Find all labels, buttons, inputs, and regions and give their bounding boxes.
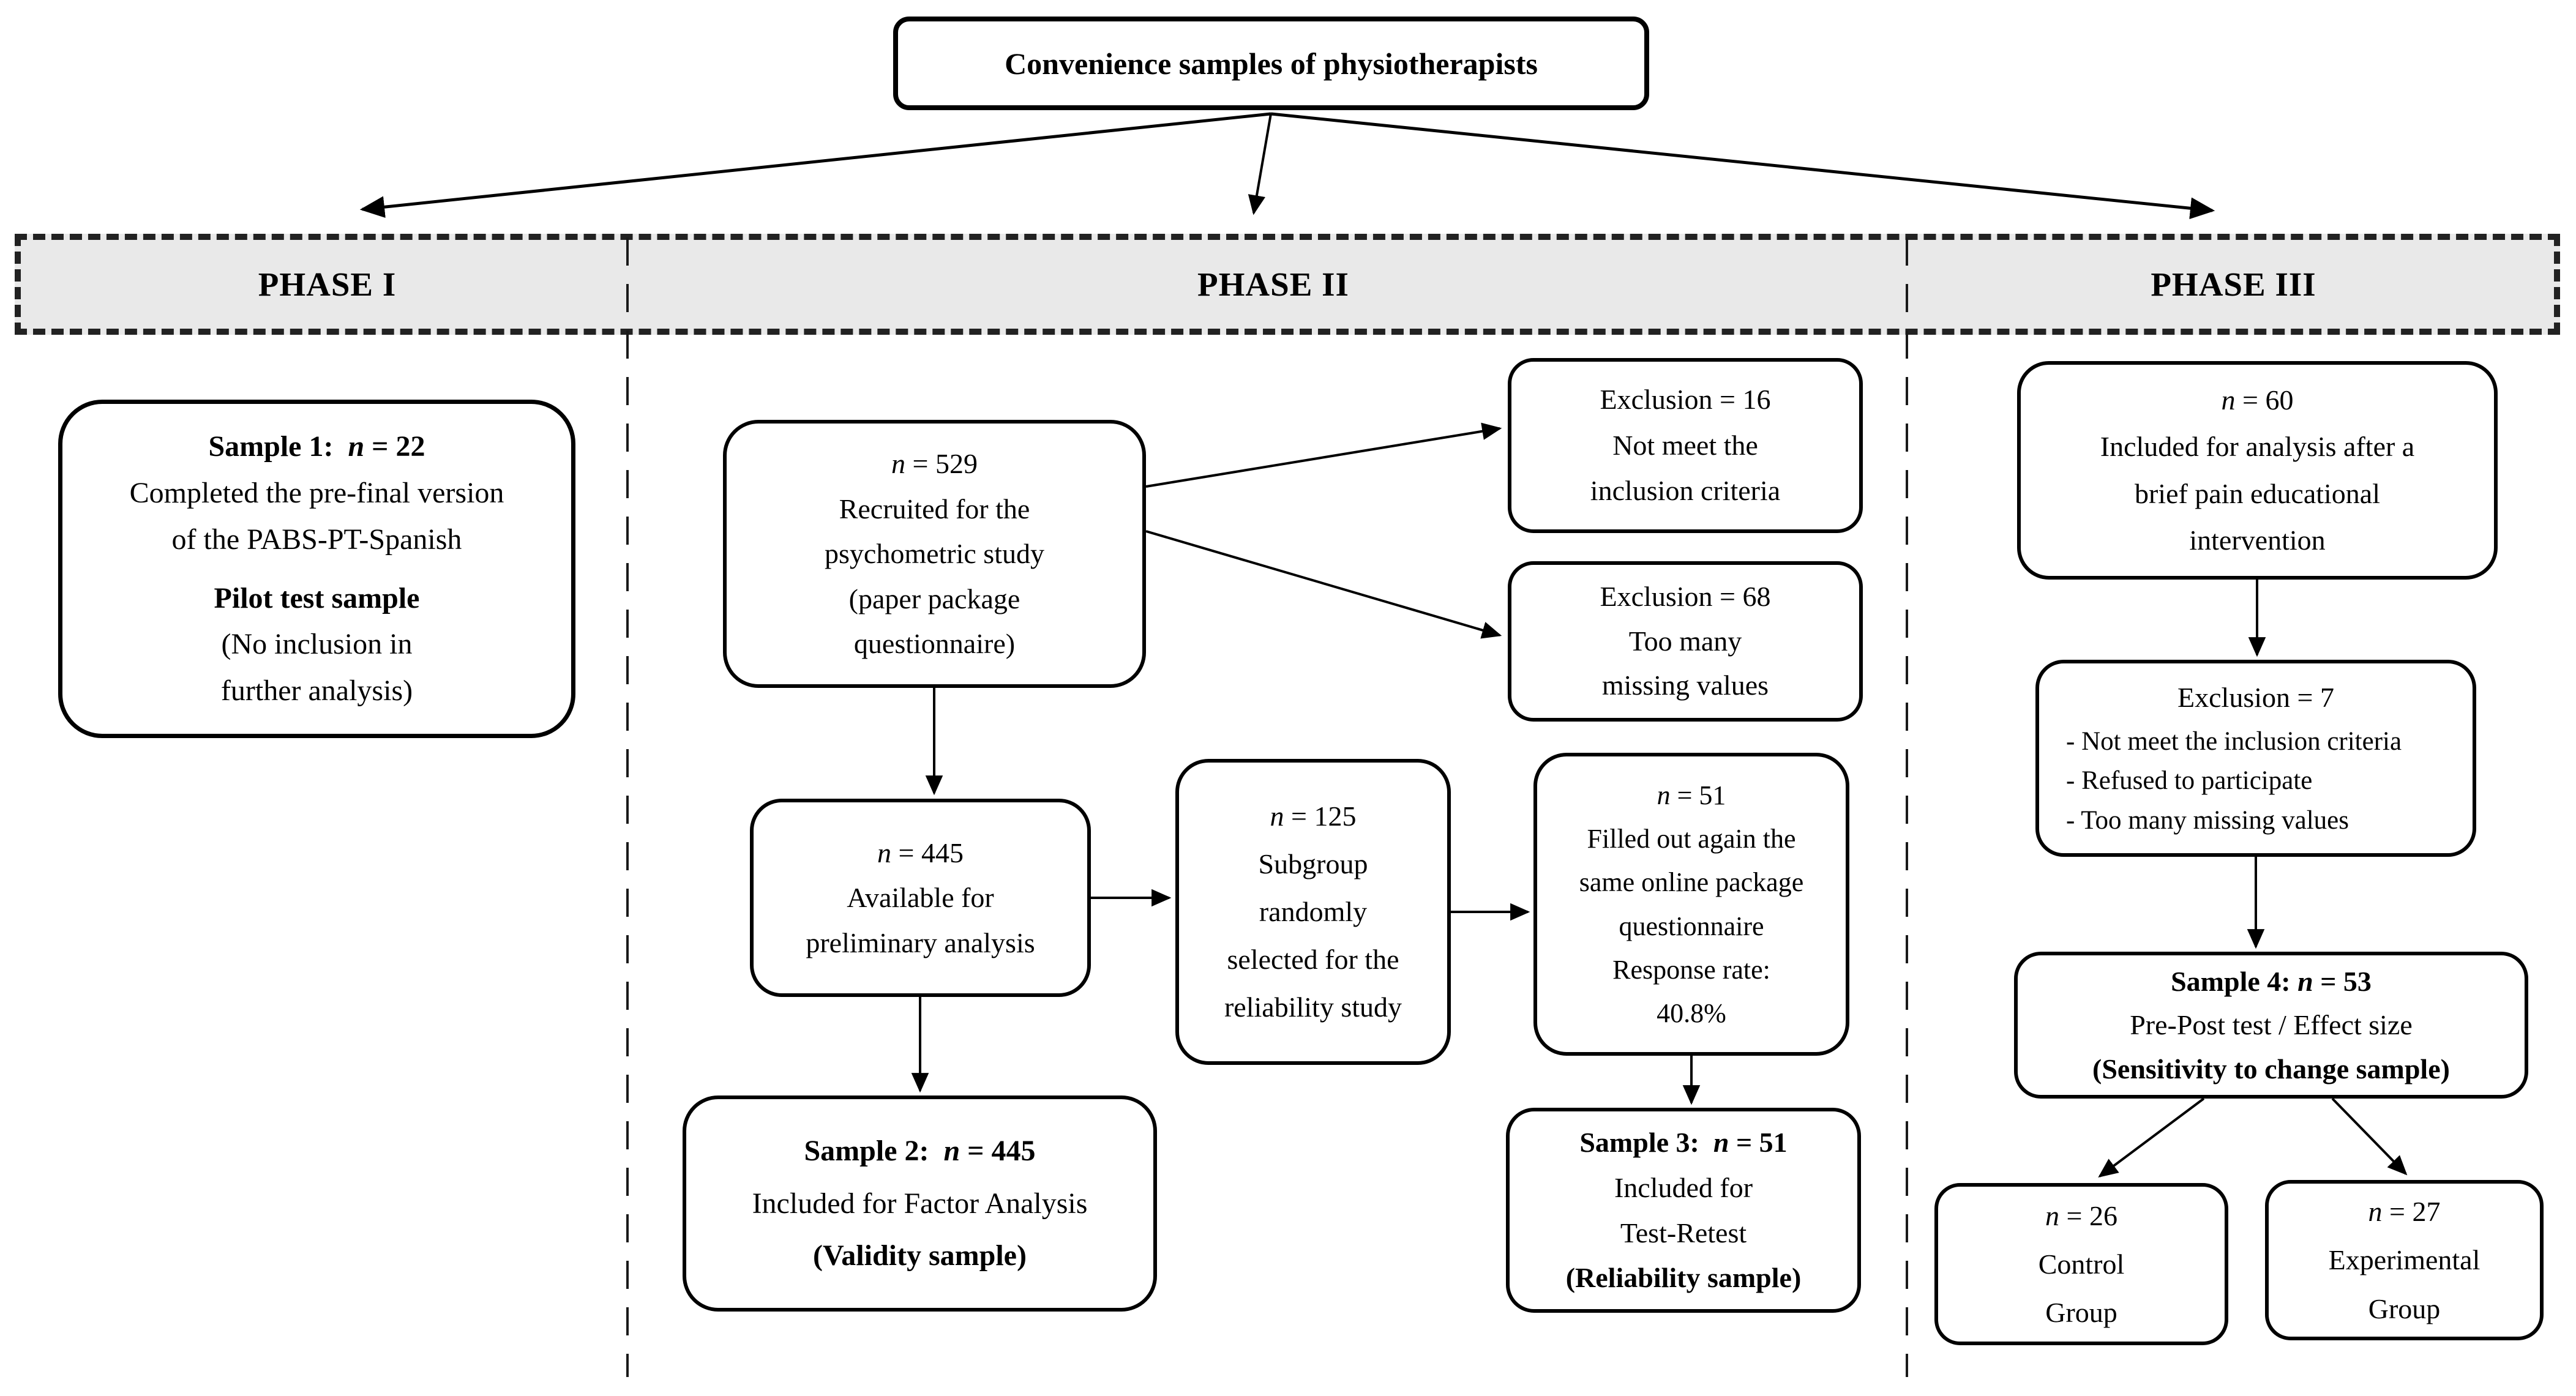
box-available-445: n = 445 Available for preliminary analys… — [750, 799, 1091, 997]
retest-line: same online package — [1579, 867, 1804, 898]
exclusion7-bullet: - Refused to participate — [2066, 766, 2313, 796]
exclusion16-line: Not meet the — [1612, 429, 1758, 461]
recruited-line: Recruited for the — [839, 493, 1030, 524]
phase3-header-cell: PHASE III — [1913, 240, 2554, 329]
available-line: preliminary analysis — [806, 927, 1035, 958]
phase1-header-cell: PHASE I — [21, 240, 634, 329]
phase-header-band: PHASE I PHASE II PHASE III — [15, 234, 2560, 335]
analysis60-line: Included for analysis after a — [2100, 431, 2415, 463]
sample3-line: Included for — [1614, 1171, 1753, 1203]
phase2-header: PHASE II — [1197, 266, 1349, 303]
retest-line: Response rate: — [1612, 954, 1770, 985]
box-exclusion-68: Exclusion = 68 Too many missing values — [1508, 561, 1863, 722]
sample1-note: (No inclusion in — [221, 628, 413, 661]
box-subgroup-125: n = 125 Subgroup randomly selected for t… — [1175, 759, 1451, 1065]
box-exclusion-7: Exclusion = 7 - Not meet the inclusion c… — [2035, 660, 2476, 857]
experimental-line: Experimental — [2328, 1244, 2481, 1276]
box-analysis-60: n = 60 Included for analysis after a bri… — [2017, 361, 2498, 580]
n-count: n = 51 — [1657, 780, 1726, 810]
available-line: Available for — [847, 882, 994, 914]
sample2-line: Included for Factor Analysis — [752, 1187, 1088, 1220]
exclusion7-heading: Exclusion = 7 — [2177, 681, 2334, 713]
box-recruited-529: n = 529 Recruited for the psychometric s… — [723, 420, 1146, 688]
top-box-title: Convenience samples of physiotherapists — [1005, 46, 1538, 81]
exclusion7-bullet: - Too many missing values — [2066, 805, 2349, 835]
sample3-heading: Sample 3: n = 51 — [1579, 1127, 1788, 1159]
exclusion68-line: Exclusion = 68 — [1600, 580, 1771, 612]
recruited-line: questionnaire) — [853, 628, 1016, 660]
sample1-line: of the PABS-PT-Spanish — [171, 523, 462, 556]
arrow-recruited-to-exclusion16 — [1145, 422, 1502, 488]
analysis60-line: brief pain educational — [2134, 477, 2381, 509]
experimental-line: Group — [2368, 1293, 2441, 1324]
n-count: n = 60 — [2221, 384, 2294, 416]
box-experimental-group: n = 27 Experimental Group — [2265, 1180, 2544, 1340]
box-sample3-reliability: Sample 3: n = 51 Included for Test-Retes… — [1506, 1108, 1861, 1313]
box-sample4-sensitivity: Sample 4: n = 53 Pre-Post test / Effect … — [2014, 952, 2528, 1099]
n-count: n = 26 — [2045, 1200, 2117, 1231]
arrow-top-to-phase2 — [1248, 113, 1272, 215]
sample2-heading: Sample 2: n = 445 — [804, 1135, 1036, 1168]
retest-line: questionnaire — [1619, 911, 1764, 941]
sample4-heading: Sample 4: n = 53 — [2171, 966, 2372, 998]
box-sample2-validity: Sample 2: n = 445 Included for Factor An… — [683, 1096, 1157, 1312]
box-control-group: n = 26 Control Group — [1934, 1183, 2228, 1345]
box-convenience-samples: Convenience samples of physiotherapists — [893, 17, 1649, 110]
box-retest-51: n = 51 Filled out again the same online … — [1533, 753, 1849, 1056]
subgroup-line: Subgroup — [1258, 848, 1368, 879]
exclusion16-line: inclusion criteria — [1590, 475, 1781, 507]
sample1-subheading: Pilot test sample — [214, 581, 420, 614]
sample1-note: further analysis) — [220, 674, 413, 707]
sample4-subheading: (Sensitivity to change sample) — [2092, 1053, 2450, 1084]
subgroup-line: reliability study — [1224, 991, 1402, 1023]
arrow-top-to-phase1 — [359, 112, 1271, 218]
subgroup-line: selected for the — [1227, 944, 1399, 976]
arrow-sample4-to-experimental — [2331, 1097, 2408, 1176]
control-line: Group — [2045, 1297, 2117, 1329]
retest-line: Filled out again the — [1587, 823, 1796, 854]
analysis60-line: intervention — [2189, 524, 2326, 556]
retest-line: 40.8% — [1657, 998, 1726, 1029]
sample1-line: Completed the pre-final version — [129, 476, 504, 509]
sample3-subheading: (Reliability sample) — [1565, 1262, 1802, 1294]
exclusion16-line: Exclusion = 16 — [1600, 384, 1771, 416]
box-sample1-pilot: Sample 1: n = 22 Completed the pre-final… — [58, 400, 575, 738]
sample2-subheading: (Validity sample) — [813, 1239, 1027, 1272]
exclusion68-line: Too many — [1628, 625, 1742, 657]
sample1-heading: Sample 1: n = 22 — [208, 430, 425, 463]
box-exclusion-16: Exclusion = 16 Not meet the inclusion cr… — [1508, 358, 1863, 533]
subgroup-line: randomly — [1259, 895, 1368, 927]
recruited-line: psychometric study — [825, 538, 1044, 570]
phase2-header-cell: PHASE II — [634, 240, 1913, 329]
exclusion7-bullet: - Not meet the inclusion criteria — [2066, 726, 2402, 756]
n-count: n = 529 — [891, 448, 978, 480]
n-count: n = 125 — [1270, 800, 1357, 832]
recruited-line: (paper package — [848, 583, 1020, 614]
exclusion68-line: missing values — [1601, 670, 1769, 701]
phase1-header: PHASE I — [258, 266, 397, 303]
arrow-sample4-to-control — [2098, 1097, 2205, 1178]
arrow-top-to-phase3 — [1270, 112, 2215, 220]
sample3-line: Test-Retest — [1620, 1217, 1747, 1249]
n-count: n = 445 — [877, 837, 964, 868]
sample4-line: Pre-Post test / Effect size — [2130, 1009, 2413, 1041]
arrow-recruited-to-exclusion68 — [1145, 530, 1502, 639]
control-line: Control — [2038, 1248, 2125, 1280]
phase3-header: PHASE III — [2151, 266, 2316, 303]
n-count: n = 27 — [2368, 1196, 2441, 1228]
